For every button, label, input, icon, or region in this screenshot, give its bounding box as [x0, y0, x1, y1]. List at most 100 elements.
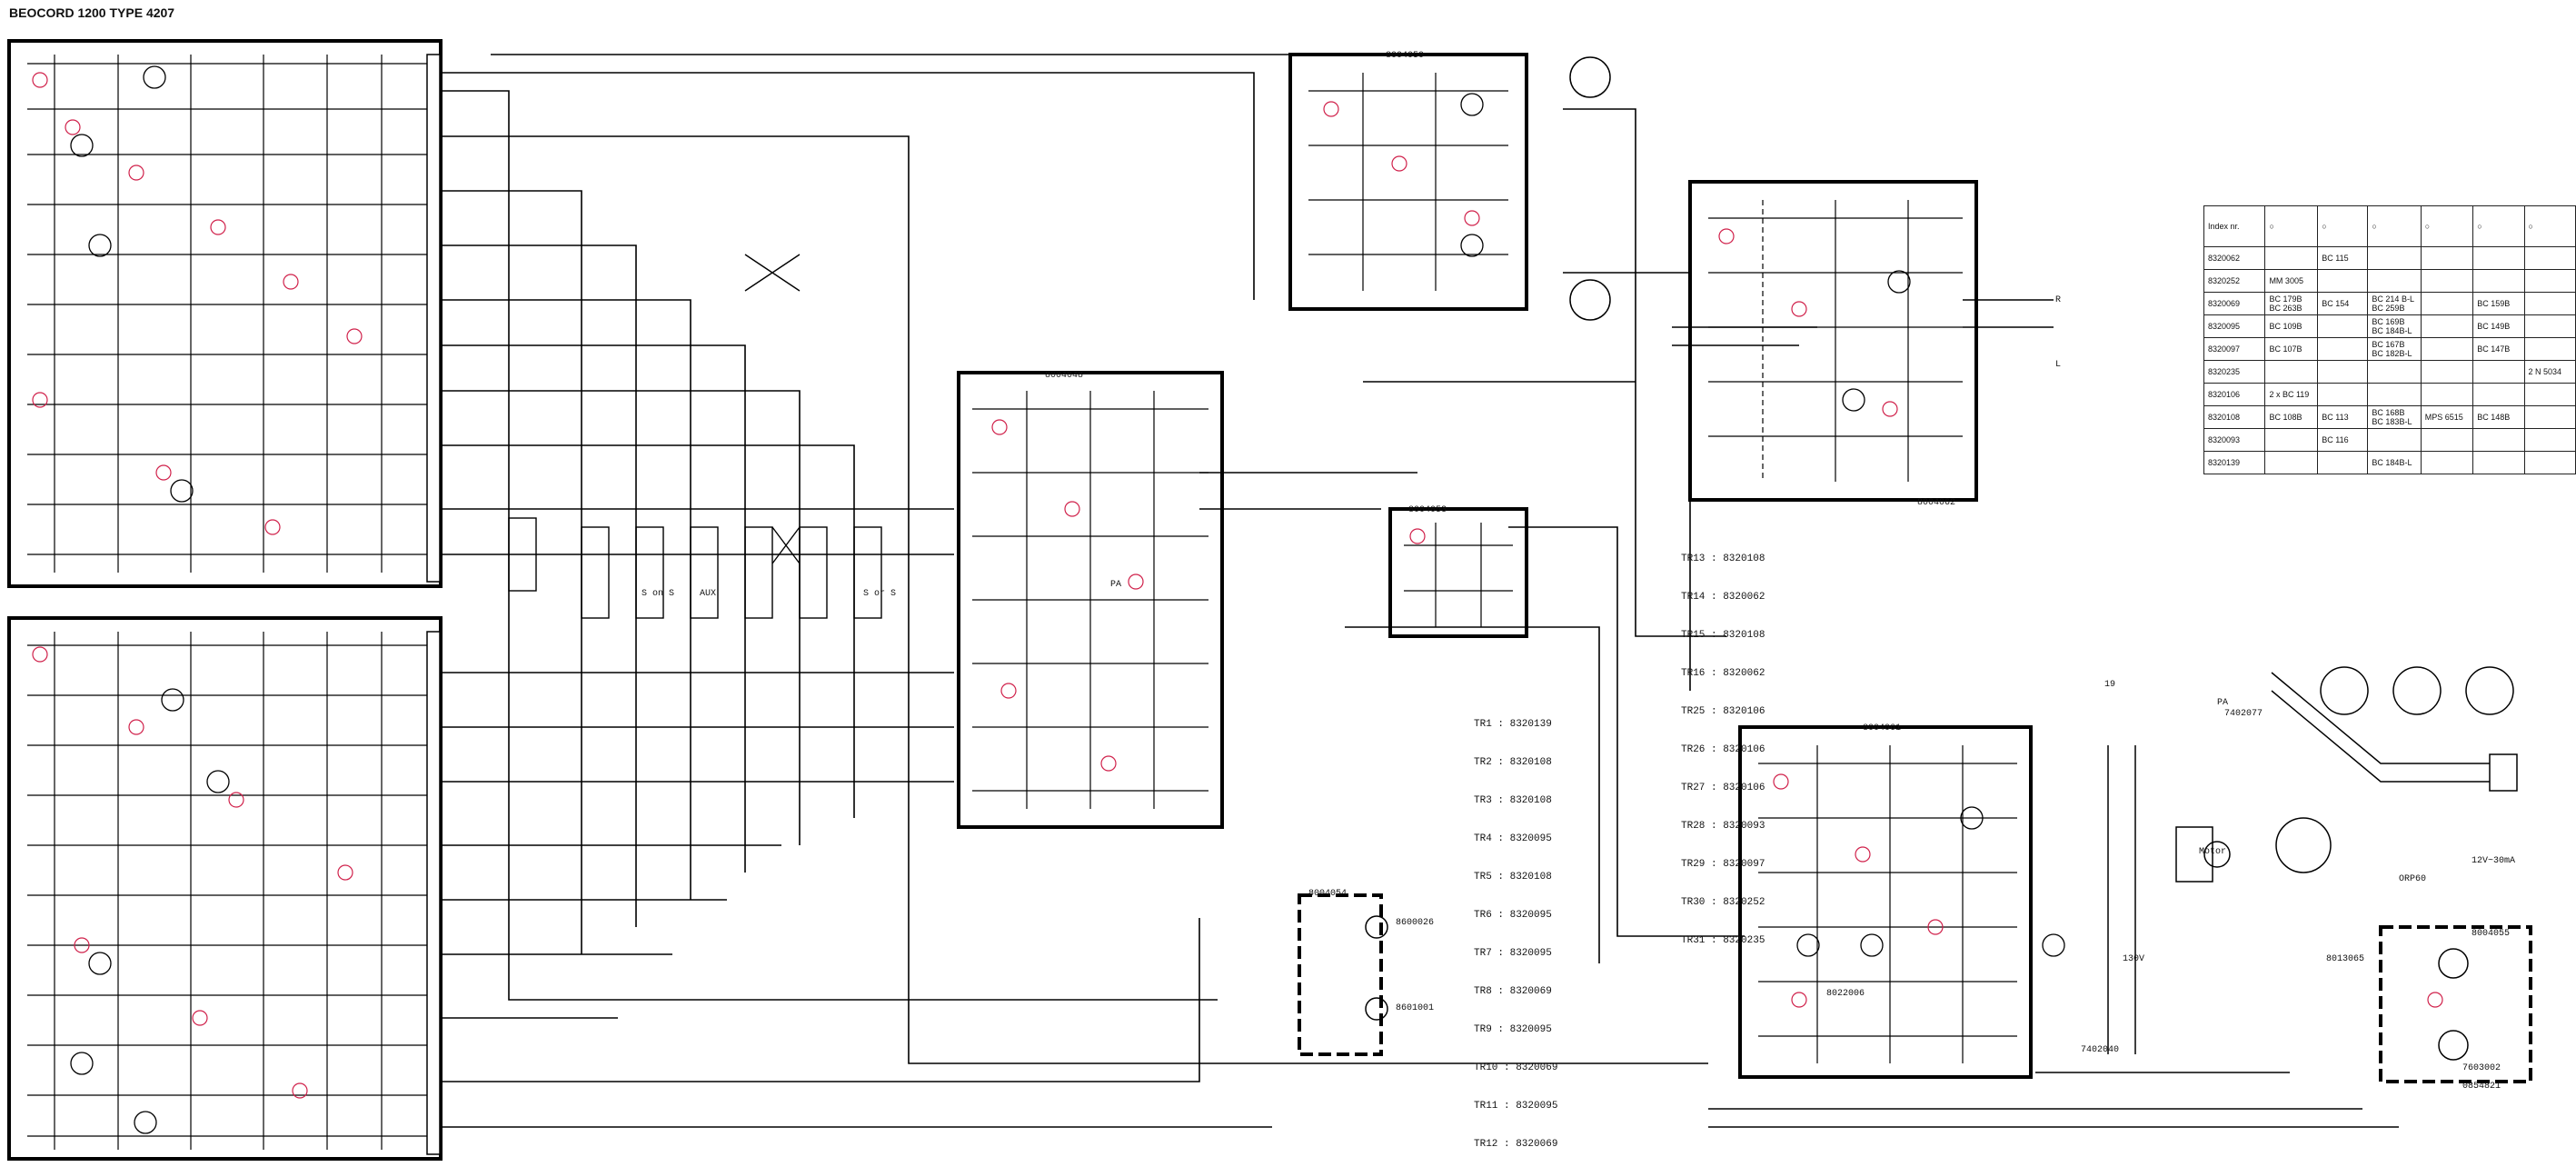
label-switch-s-or-s: S or S	[863, 589, 897, 599]
table-header-index: Index nr.	[2203, 205, 2266, 247]
list-item: TR5 : 8320108	[1474, 872, 1552, 883]
table-cell-type	[2472, 269, 2525, 293]
list-item: TR26 : 8320106	[1681, 744, 1765, 755]
label-mains-130v: 130V	[2123, 954, 2145, 964]
label-power-spec: 12V~30mA	[2472, 856, 2516, 866]
table-cell-type	[2472, 360, 2525, 384]
pinout-icon: ○	[2367, 205, 2422, 247]
table-cell-type: BC 107B	[2264, 337, 2319, 361]
table-cell-index: 8320062	[2203, 246, 2266, 270]
table-cell-type	[2367, 269, 2422, 293]
label-contact-l: L	[2055, 360, 2062, 370]
table-cell-type: BC 116	[2317, 428, 2369, 452]
label-7402077: 7402077	[2224, 709, 2263, 719]
table-cell-type: BC 179B BC 263B	[2264, 292, 2319, 315]
table-cell-index: 8320095	[2203, 314, 2266, 338]
label-motor: Motor	[2199, 847, 2227, 857]
table-cell-type	[2317, 383, 2369, 406]
list-item: TR16 : 8320062	[1681, 668, 1765, 679]
table-cell-type	[2523, 451, 2576, 474]
left-upper-board	[7, 39, 443, 588]
table-cell-type	[2420, 269, 2474, 293]
table-cell-type	[2264, 451, 2319, 474]
pinout-icon: ○	[2420, 205, 2474, 247]
table-cell-type: MM 3005	[2264, 269, 2319, 293]
label-switch-s-on-s: S on S	[642, 589, 675, 599]
motor-power-wiring	[2107, 666, 2518, 1054]
table-cell-index: 8320097	[2203, 337, 2266, 361]
table-cell-type	[2523, 314, 2576, 338]
table-cell-type: MPS 6515	[2420, 405, 2474, 429]
list-item: TR6 : 8320095	[1474, 910, 1552, 921]
label-contact-r: R	[2055, 295, 2062, 305]
list-item: TR28 : 8320093	[1681, 821, 1765, 832]
pinout-icon: ○	[2523, 205, 2576, 247]
table-cell-type	[2420, 360, 2474, 384]
table-header-row: Index nr. ○ ○ ○ ○ ○ ○	[2203, 205, 2576, 247]
document-title: BEOCORD 1200 TYPE 4207	[9, 5, 175, 20]
list-item: TR31 : 8320235	[1681, 935, 1765, 946]
table-cell-type: BC 169B BC 184B-L	[2367, 314, 2422, 338]
table-cell-index: 8320069	[2203, 292, 2266, 315]
table-cell-type: BC 159B	[2472, 292, 2525, 315]
pinout-icon: ○	[2264, 205, 2319, 247]
table-cell-type	[2472, 451, 2525, 474]
list-item: TR12 : 8320069	[1474, 1139, 1558, 1150]
board-8004048	[957, 371, 1224, 829]
label-8013065: 8013065	[2326, 954, 2365, 964]
transistor-list-tr13-tr31: TR13 : 8320108 TR14 : 8320062 TR15 : 832…	[1681, 527, 1765, 960]
board-label-8004055: 8004055	[2472, 929, 2511, 939]
list-item: TR8 : 8320069	[1474, 986, 1552, 997]
table-cell-index: 8320093	[2203, 428, 2266, 452]
label-lamp: ORP60	[2399, 874, 2427, 884]
list-item: TR9 : 8320095	[1474, 1024, 1552, 1035]
list-item: TR11 : 8320095	[1474, 1101, 1558, 1112]
table-cell-type	[2317, 360, 2369, 384]
left-lower-board	[7, 616, 443, 1161]
board-label-8004062: 8004062	[1917, 498, 1956, 508]
table-cell-type	[2420, 451, 2474, 474]
table-cell-index: 8320252	[2203, 269, 2266, 293]
table-cell-type	[2420, 314, 2474, 338]
label-8601001: 8601001	[1396, 1003, 1435, 1013]
board-label-8004053: 8004053	[1408, 505, 1447, 515]
table-cell-type	[2420, 246, 2474, 270]
transistor-list-tr1-tr12: TR1 : 8320139 TR2 : 8320108 TR3 : 832010…	[1474, 693, 1557, 1163]
table-cell-type: BC 168B BC 183B-L	[2367, 405, 2422, 429]
table-cell-index: 8320106	[2203, 383, 2266, 406]
label-pa-2: PA	[2217, 698, 2229, 708]
board-8004062	[1688, 180, 1978, 502]
table-cell-type	[2367, 383, 2422, 406]
table-cell-type	[2367, 428, 2422, 452]
reference-markers	[32, 72, 2443, 1099]
table-cell-type: 2 x BC 119	[2264, 383, 2319, 406]
table-cell-type	[2317, 337, 2369, 361]
table-cell-type	[2523, 337, 2576, 361]
board-8004061	[1738, 725, 2033, 1079]
table-cell-type: 2 N 5034	[2523, 360, 2576, 384]
table-cell-type	[2523, 292, 2576, 315]
pinout-icon: ○	[2317, 205, 2369, 247]
label-7402040: 7402040	[2081, 1045, 2120, 1055]
board-8004050	[1288, 53, 1611, 321]
list-item: TR10 : 8320069	[1474, 1062, 1558, 1073]
list-item: TR30 : 8320252	[1681, 897, 1765, 908]
label-19: 19	[2104, 680, 2116, 690]
table-cell-type: BC 115	[2317, 246, 2369, 270]
table-cell-type: BC 109B	[2264, 314, 2319, 338]
table-cell-type	[2472, 428, 2525, 452]
table-cell-type: BC 147B	[2472, 337, 2525, 361]
table-cell-type: BC 113	[2317, 405, 2369, 429]
label-8022006: 8022006	[1826, 989, 1865, 999]
table-cell-type	[2420, 383, 2474, 406]
board-label-8004054: 8004054	[1308, 889, 1348, 899]
